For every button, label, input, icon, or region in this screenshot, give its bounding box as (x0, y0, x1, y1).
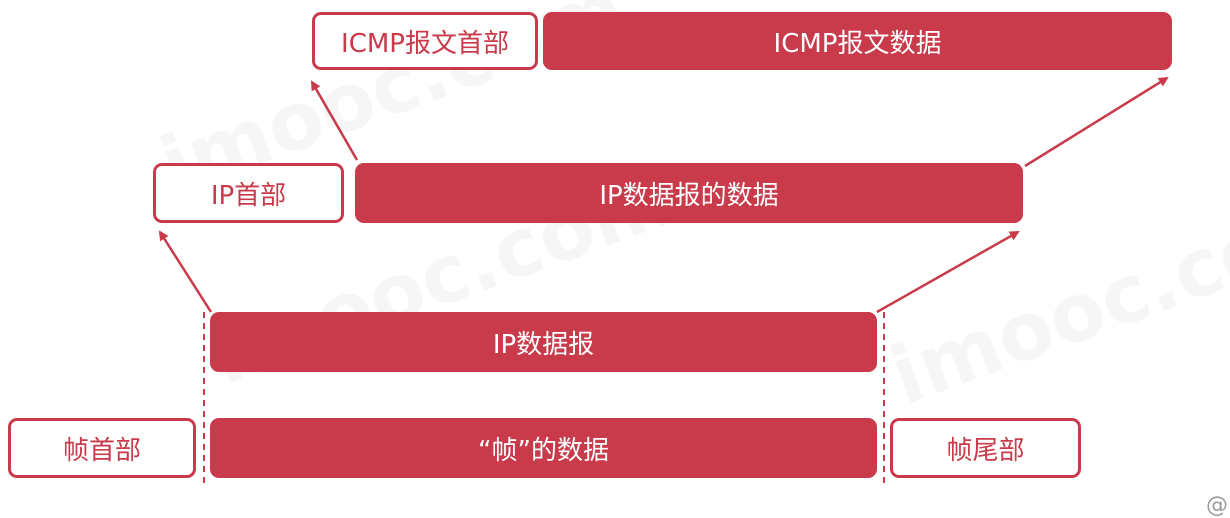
frame-header-box: 帧首部 (8, 418, 196, 478)
corner-mark: @ (1206, 493, 1228, 518)
frame-trailer-label: 帧尾部 (946, 435, 1025, 466)
ip-header-box: IP首部 (153, 163, 344, 223)
frame-trailer-box: 帧尾部 (890, 418, 1081, 478)
ip-datagram-box: IP数据报 (210, 312, 877, 372)
icmp-header-box: ICMP报文首部 (312, 12, 538, 70)
ip-header-label: IP首部 (210, 180, 287, 211)
frame-data-box: “帧”的数据 (210, 418, 877, 478)
ip-datagram-label: IP数据报 (492, 329, 595, 360)
icmp-header-label: ICMP报文首部 (341, 28, 509, 59)
arrow-to-icmp-data (1024, 76, 1169, 168)
frame-header-label: 帧首部 (62, 435, 141, 466)
frame-data-label: “帧”的数据 (478, 435, 609, 466)
icmp-data-label: ICMP报文数据 (773, 28, 942, 59)
icmp-data-box: ICMP报文数据 (543, 12, 1172, 70)
arrow-to-ip-header (158, 230, 213, 313)
ip-data-label: IP数据报的数据 (599, 180, 779, 211)
ip-data-box: IP数据报的数据 (355, 163, 1023, 223)
